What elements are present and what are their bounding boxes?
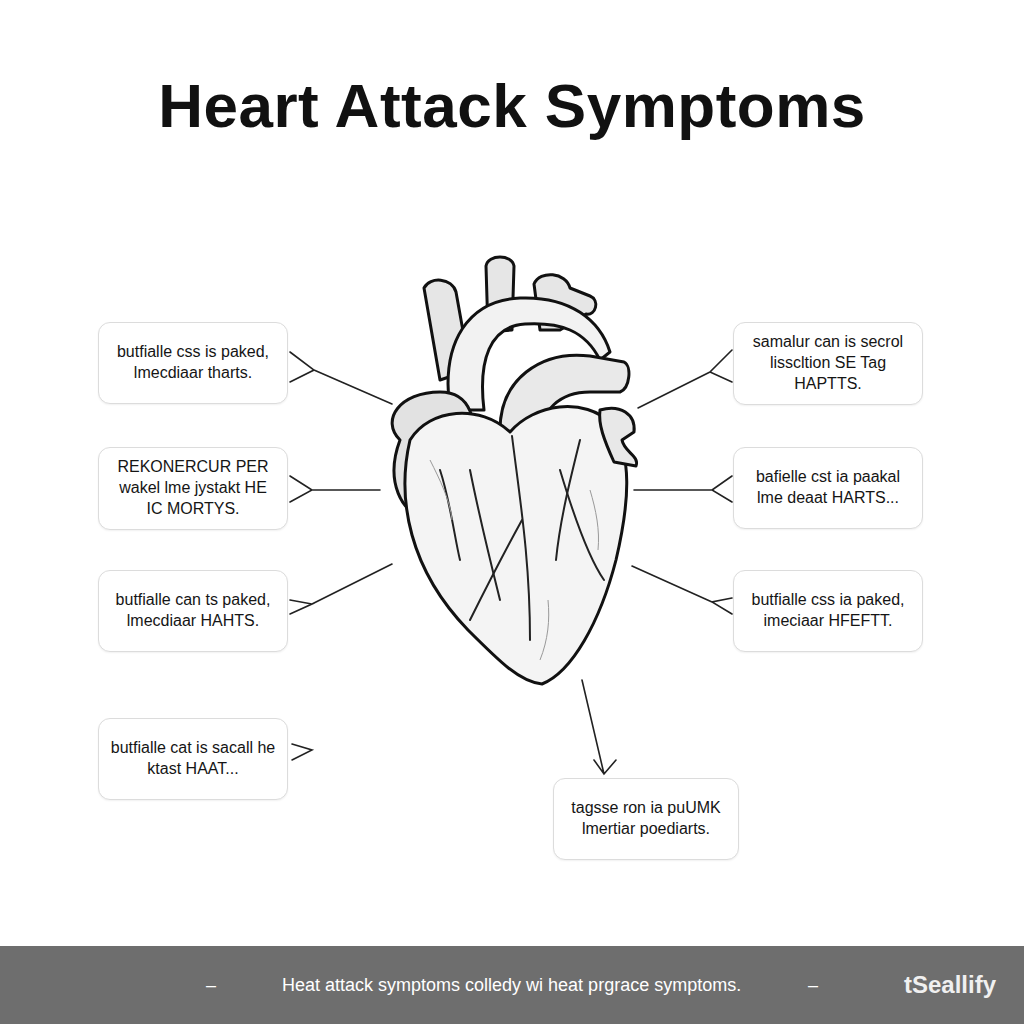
symptom-callout-box: butfialle cat is sacall he ktast HAAT... [98,718,288,800]
callout-text: REKONERCUR PER wakel lme jystakt HE IC M… [109,457,277,519]
brand-logo: tSeallify [904,971,996,999]
text-column: butfialle css is paked, lmecdiaar tharts… [109,342,277,384]
symptom-callout-box: bafielle cst ia paakal lme deaat HARTS..… [733,447,923,529]
symptom-callout-box: butfialle can ts paked, lmecdiaar HAHTS. [98,570,288,652]
text-column: bafielle cst ia paakal lme deaat HARTS..… [744,467,912,509]
callout-text: samalur can is secrol lisscltion SE Tag … [744,332,912,394]
text-column: samalur can is secrol lisscltion SE Tag … [744,332,912,394]
text-column: tagsse ron ia puUMK lmertiar poediarts. [564,798,728,840]
text-column: butfialle can ts paked, lmecdiaar HAHTS. [109,590,277,632]
text-column: butfialle cat is sacall he ktast HAAT... [109,738,277,780]
text-column: REKONERCUR PER wakel lme jystakt HE IC M… [109,457,277,519]
callout-text: tagsse ron ia puUMK lmertiar poediarts. [564,798,728,840]
footer-dash: – [808,975,818,996]
callout-text: butfialle css ia paked, imeciaar HFEFTT. [744,590,912,632]
callout-text: butfialle cat is sacall he ktast HAAT... [109,738,277,780]
symptom-callout-box: samalur can is secrol lisscltion SE Tag … [733,322,923,405]
text-column: butfialle css ia paked, imeciaar HFEFTT. [744,590,912,632]
symptom-callout-box: butfialle css ia paked, imeciaar HFEFTT. [733,570,923,652]
callout-text: butfialle can ts paked, lmecdiaar HAHTS. [109,590,277,632]
caption-text: Heat attack symptoms colledy wi heat prg… [282,975,741,996]
symptom-callout-box: tagsse ron ia puUMK lmertiar poediarts. [553,778,739,860]
callout-text: butfialle css is paked, lmecdiaar tharts… [109,342,277,384]
symptom-callout-box: REKONERCUR PER wakel lme jystakt HE IC M… [98,447,288,530]
symptom-callout-box: butfialle css is paked, lmecdiaar tharts… [98,322,288,404]
diagram-title: Heart Attack Symptoms [0,70,1024,141]
footer-dash: – [206,975,216,996]
callout-text: bafielle cst ia paakal lme deaat HARTS..… [744,467,912,509]
